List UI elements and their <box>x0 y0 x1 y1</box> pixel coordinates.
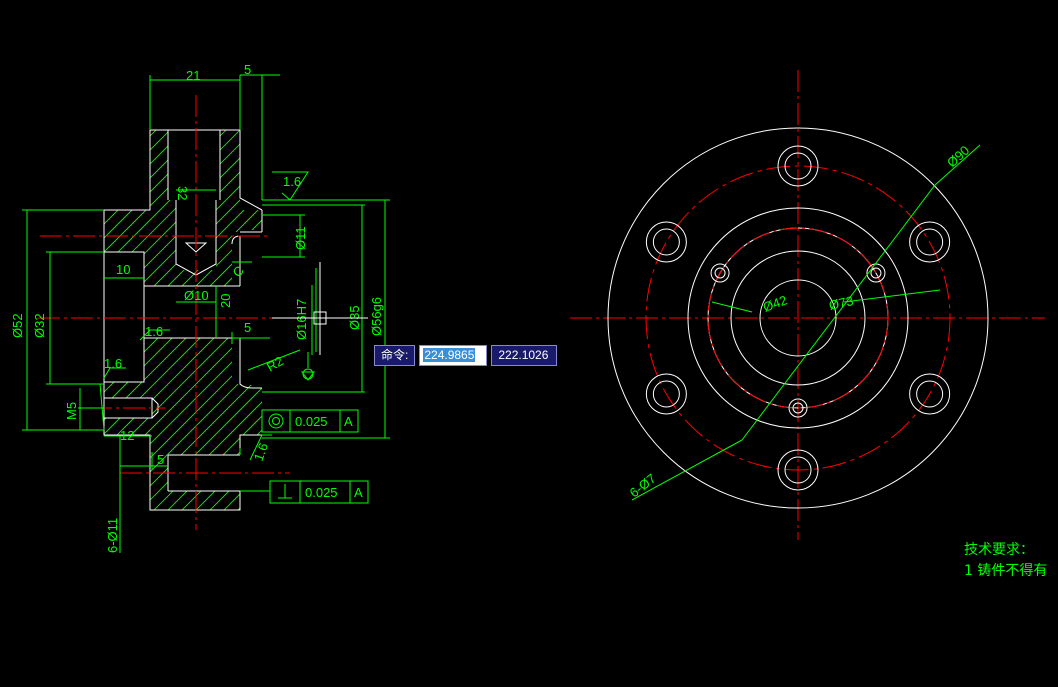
roughness-bot: 1.6 <box>251 441 271 463</box>
tech-item-1: 1 铸件不得有 <box>964 563 1048 579</box>
roughness-left: 1.6 <box>104 356 122 371</box>
bolt-hole <box>652 380 680 408</box>
y-coordinate-input[interactable]: 222.1026 <box>491 345 558 366</box>
dim-5-top: 5 <box>244 62 251 77</box>
bolt-hole <box>652 228 680 256</box>
tolerance-value-2: 0.025 <box>305 485 338 500</box>
bolt-hole <box>784 456 812 484</box>
crosshair-cursor-icon <box>272 262 368 355</box>
pin-hole <box>792 402 804 414</box>
roughness-top: 1.6 <box>283 174 301 189</box>
front-view <box>570 70 1045 540</box>
x-coordinate-input[interactable]: 224.9865 <box>419 345 488 366</box>
tolerance-datum-2: A <box>354 485 363 500</box>
dim-phi42: Ø42 <box>761 292 789 315</box>
pin-hole <box>870 267 882 279</box>
bolt-hole <box>645 221 687 263</box>
dim-5-bot: 5 <box>157 452 164 467</box>
dim-phi73: Ø73 <box>828 293 855 313</box>
dimension-lines <box>22 74 390 553</box>
dim-phi52: Ø52 <box>10 313 25 338</box>
pin-hole <box>866 263 886 283</box>
dim-phi56g6: Ø56g6 <box>369 297 384 336</box>
bolt-hole <box>777 145 819 187</box>
dim-r2: R2 <box>264 353 286 374</box>
bolt-hole <box>645 373 687 415</box>
dim-phi32: Ø32 <box>32 313 47 338</box>
dim-m5: M5 <box>64 402 79 420</box>
tech-title: 技术要求： <box>964 542 1034 558</box>
bolt-hole <box>777 449 819 491</box>
tolerance-datum-1: A <box>344 414 353 429</box>
pin-hole <box>788 398 808 418</box>
dim-phi90: Ø90 <box>944 143 972 171</box>
x-coordinate-value: 224.9865 <box>423 348 476 362</box>
technical-requirements: 技术要求： 1 铸件不得有 <box>964 540 1047 582</box>
roughness-mid: 1.6 <box>145 324 163 339</box>
dim-phi16h7: Ø16H7 <box>294 299 309 340</box>
pin-hole <box>714 267 726 279</box>
dim-phi11: Ø11 <box>293 226 308 250</box>
dim-32-slot: 32 <box>175 186 190 200</box>
pin-hole <box>710 263 730 283</box>
tolerance-frames: 0.025 A 0.025 A <box>295 414 363 500</box>
dim-12: 12 <box>120 428 134 443</box>
dim-6-phi7: 6-Ø7 <box>627 471 659 501</box>
dim-5-mid: 5 <box>244 320 251 335</box>
bolt-hole <box>909 221 951 263</box>
dim-21: 21 <box>186 68 200 83</box>
dim-6-phi11: 6-Ø11 <box>105 518 120 553</box>
dynamic-input[interactable]: 命令: 224.9865 222.1026 <box>374 345 558 366</box>
bolt-hole <box>916 228 944 256</box>
command-label: 命令: <box>374 345 416 366</box>
tolerance-value-1: 0.025 <box>295 414 328 429</box>
front-view-texts: Ø90 Ø42 Ø73 6-Ø7 <box>627 143 973 501</box>
bolt-hole <box>909 373 951 415</box>
dim-phi10: Ø10 <box>184 288 209 303</box>
dim-20: 20 <box>218 294 233 308</box>
bolt-hole <box>916 380 944 408</box>
dim-10: 10 <box>116 262 130 277</box>
bolt-hole <box>784 152 812 180</box>
